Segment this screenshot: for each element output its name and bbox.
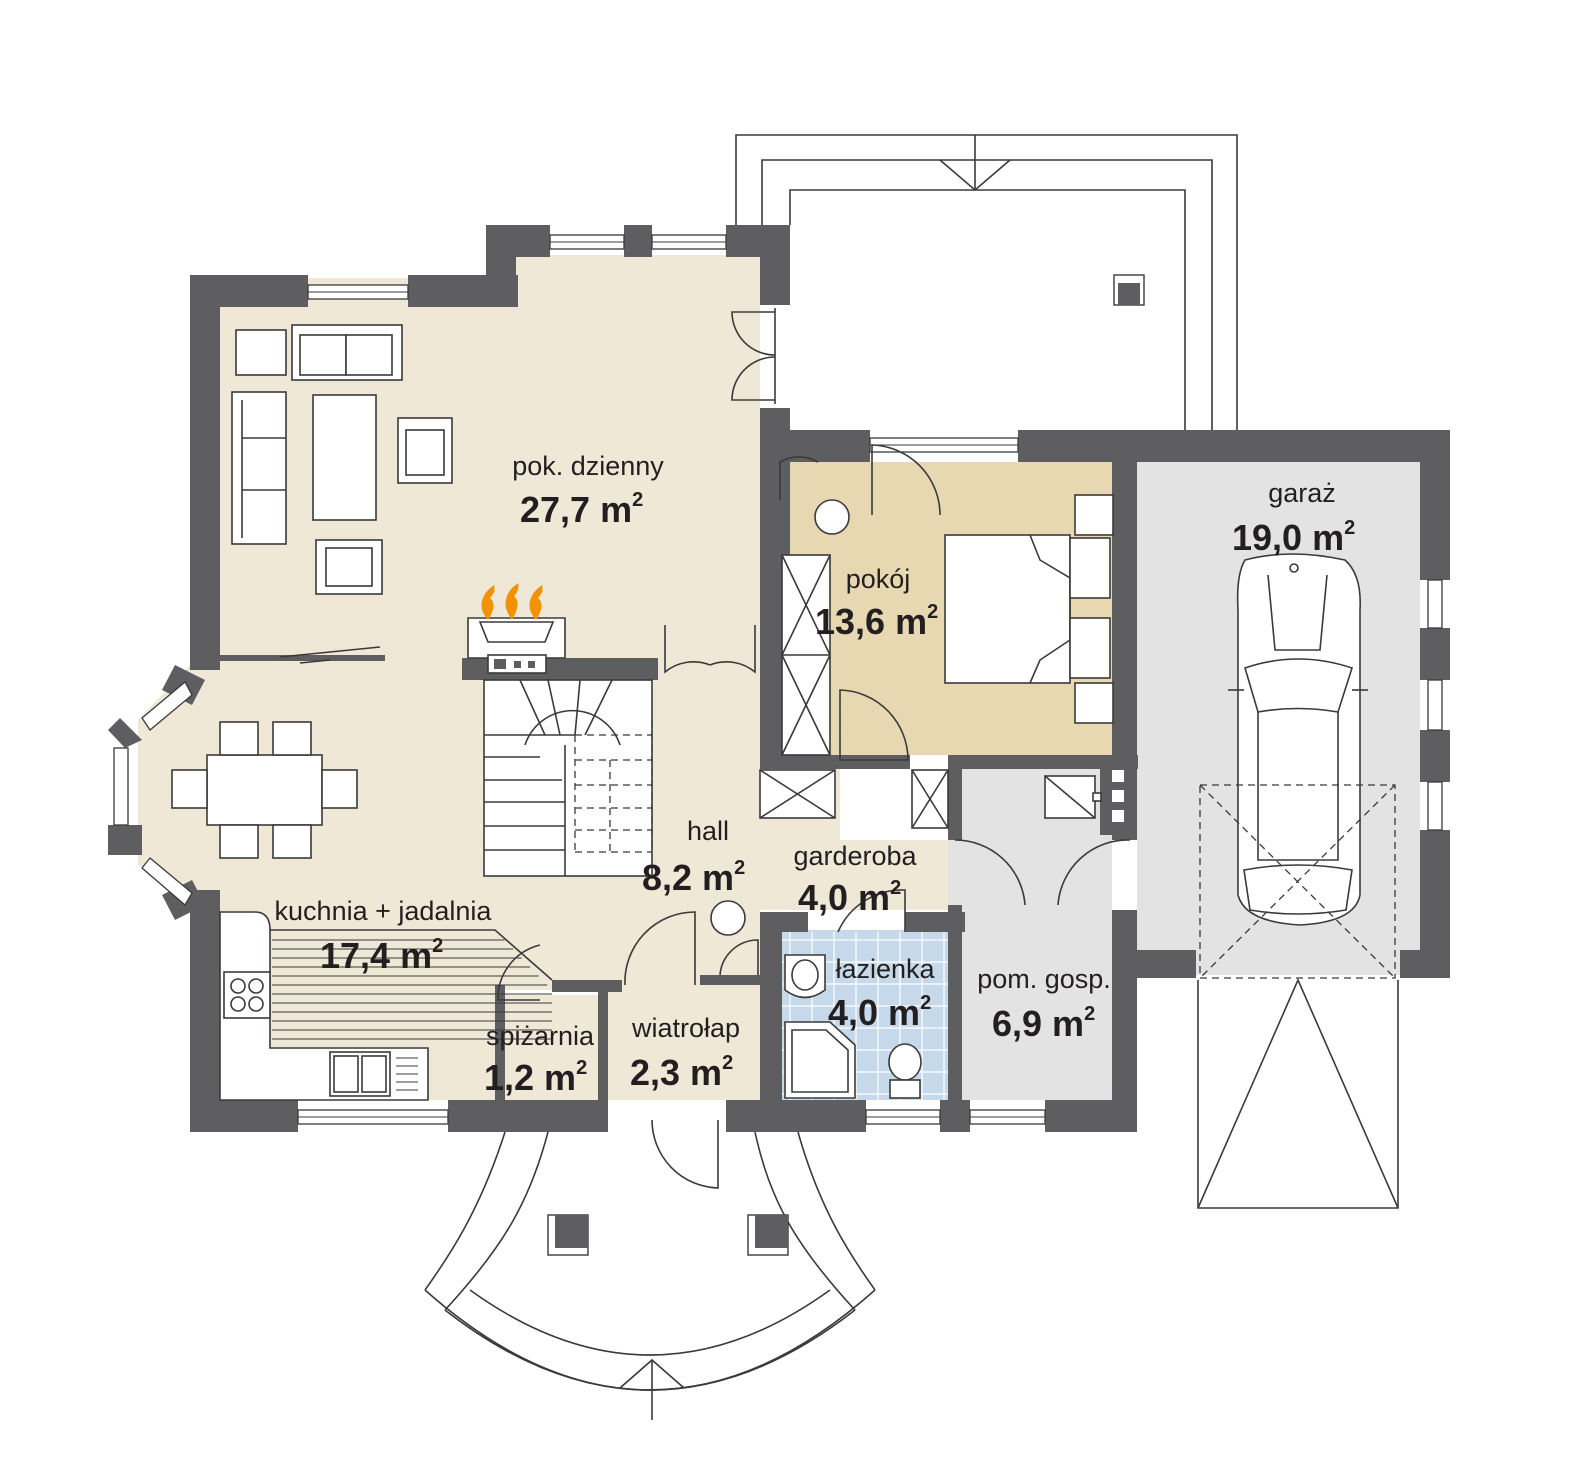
label-pokoj: pokój 13,6 m2 — [815, 564, 938, 642]
svg-text:1,2 m2: 1,2 m2 — [484, 1057, 587, 1098]
room-area: 13,6 m — [815, 601, 927, 642]
sink — [784, 954, 826, 999]
label-spizarnia: spiżarnia 1,2 m2 — [484, 1021, 595, 1098]
driveway — [1197, 978, 1399, 1209]
boiler — [1044, 775, 1102, 819]
room-name: hall — [687, 816, 729, 846]
svg-text:4,0 m2: 4,0 m2 — [828, 992, 931, 1033]
closet-hall — [759, 769, 836, 819]
porch-column-left — [547, 1214, 589, 1256]
fireplace — [467, 617, 566, 674]
room-area: 8,2 m — [642, 857, 734, 898]
label-kuchnia: kuchnia + jadalnia 17,4 m2 — [275, 896, 493, 976]
room-area: 17,4 m — [320, 935, 432, 976]
sofa-top — [291, 324, 403, 381]
chimney-vents — [1112, 770, 1124, 822]
svg-text:2,3 m2: 2,3 m2 — [630, 1052, 733, 1093]
armchair-bottom — [315, 539, 383, 595]
windows — [113, 234, 1443, 1125]
toilet — [888, 1043, 922, 1099]
flame-icon — [481, 583, 543, 620]
terrace — [735, 134, 1238, 430]
porch-column-right — [747, 1214, 789, 1256]
svg-text:17,4 m2: 17,4 m2 — [320, 935, 443, 976]
svg-text:13,6 m2: 13,6 m2 — [815, 601, 938, 642]
room-area: 4,0 m — [798, 877, 890, 918]
label-pok-dzienny: pok. dzienny 27,7 m2 — [512, 451, 664, 530]
room-name: wiatrołap — [631, 1013, 740, 1043]
svg-text:6,9 m2: 6,9 m2 — [992, 1003, 1095, 1044]
room-name: spiżarnia — [486, 1021, 595, 1051]
label-garderoba: garderoba 4,0 m2 — [793, 841, 917, 918]
room-area: 19,0 m — [1232, 517, 1344, 558]
double-bed — [944, 494, 1114, 724]
garage-door — [1199, 784, 1396, 979]
room-name: garderoba — [793, 841, 917, 871]
label-garaz: garaż 19,0 m2 — [1232, 478, 1355, 558]
doors — [497, 308, 1131, 1189]
armchair-right — [397, 417, 453, 484]
svg-text:27,7 m2: 27,7 m2 — [520, 489, 643, 530]
svg-text:8,2 m2: 8,2 m2 — [642, 857, 745, 898]
porch — [424, 1131, 876, 1420]
sliding-panel — [279, 646, 381, 664]
dining-table — [171, 721, 358, 859]
room-name: pok. dzienny — [512, 451, 664, 481]
kitchen-counter — [219, 911, 429, 1101]
wardrobe — [781, 554, 831, 756]
room-name: pom. gosp. — [977, 964, 1111, 994]
shower — [784, 1021, 856, 1099]
kitchen-island — [270, 929, 553, 1040]
sofa-left — [231, 391, 287, 545]
room-name: garaż — [1268, 478, 1336, 508]
room-area: 1,2 m — [484, 1057, 576, 1098]
armchair-top-left — [235, 329, 287, 376]
label-pom-gosp: pom. gosp. 6,9 m2 — [977, 964, 1111, 1044]
coffee-table — [312, 394, 377, 521]
room-name: łazienka — [835, 954, 935, 984]
room-area: 27,7 m — [520, 489, 632, 530]
label-hall: hall 8,2 m2 — [642, 816, 745, 898]
svg-text:19,0 m2: 19,0 m2 — [1232, 517, 1355, 558]
terrace-column — [1113, 274, 1145, 306]
car — [1228, 553, 1368, 926]
room-area: 6,9 m — [992, 1003, 1084, 1044]
stove — [223, 971, 271, 1019]
label-lazienka: łazienka 4,0 m2 — [828, 954, 936, 1033]
svg-text:4,0 m2: 4,0 m2 — [798, 877, 901, 918]
staircase — [483, 679, 653, 877]
room-name: pokój — [846, 564, 911, 594]
bedroom-column — [814, 499, 850, 535]
room-area: 2,3 m — [630, 1052, 722, 1093]
hall-column — [710, 900, 746, 936]
room-area: 4,0 m — [828, 992, 920, 1033]
room-name: kuchnia + jadalnia — [275, 896, 493, 926]
label-wiatrolap: wiatrołap 2,3 m2 — [630, 1013, 740, 1093]
utility-floor — [962, 768, 1112, 1100]
closet-garderoba — [911, 769, 949, 829]
